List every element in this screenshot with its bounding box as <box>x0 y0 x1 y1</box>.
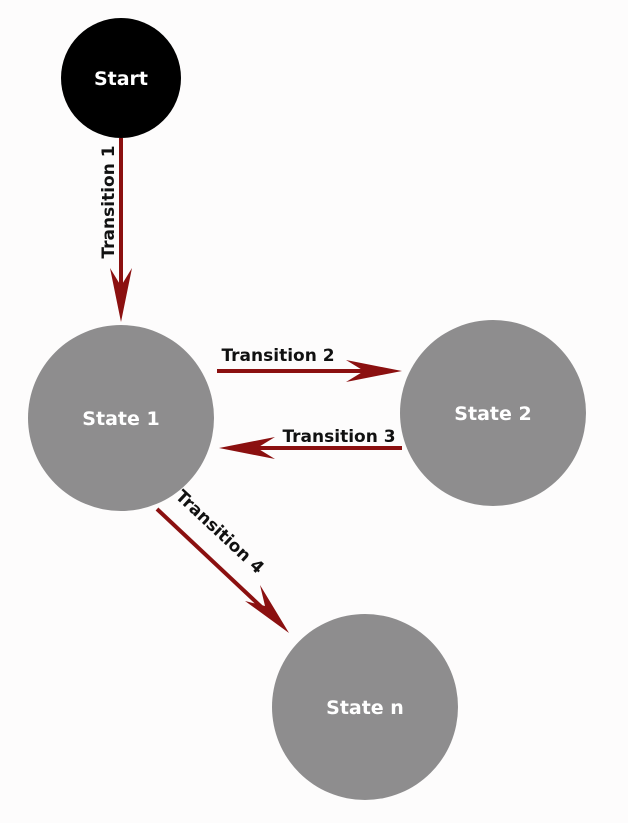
arrow-transition-3-head <box>219 437 275 459</box>
edge-transition-1 <box>110 138 132 322</box>
state-n-label: State n <box>326 697 404 719</box>
edge-transition-3 <box>219 437 402 459</box>
node-state-1: State 1 <box>28 325 214 511</box>
node-start: Start <box>61 18 181 138</box>
edge-transition-4 <box>155 507 289 633</box>
start-label: Start <box>94 68 148 90</box>
edge-transition-2 <box>217 360 402 382</box>
state-2-circle <box>400 320 586 506</box>
state-1-circle <box>28 325 214 511</box>
arrow-transition-4-line <box>155 507 274 619</box>
state-2-label: State 2 <box>454 403 531 425</box>
arrow-transition-1-head <box>110 268 132 322</box>
state-1-label: State 1 <box>82 408 159 430</box>
node-state-2: State 2 <box>400 320 586 506</box>
label-transition-2: Transition 2 <box>221 346 334 366</box>
start-circle <box>61 18 181 138</box>
label-transition-3: Transition 3 <box>282 427 395 447</box>
arrow-transition-2-head <box>346 360 402 382</box>
arrow-transition-4-head <box>245 585 289 633</box>
label-transition-1: Transition 1 <box>99 145 119 258</box>
label-transition-4: Transition 4 <box>171 486 267 578</box>
state-n-circle <box>272 614 458 800</box>
node-state-n: State n <box>272 614 458 800</box>
